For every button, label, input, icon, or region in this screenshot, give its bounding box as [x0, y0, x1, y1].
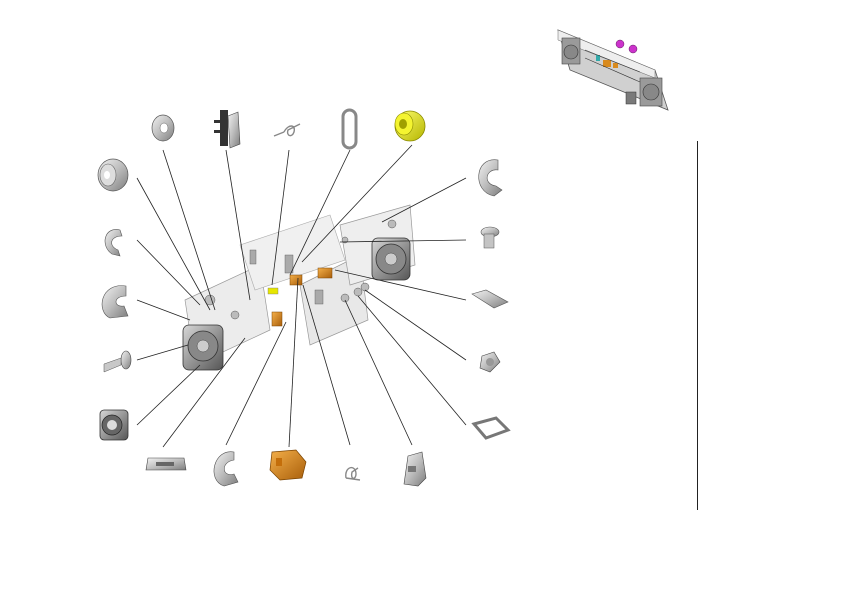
yellow-bushing-part — [394, 110, 426, 142]
assembly-overview-thumbnail — [557, 29, 669, 111]
torsion-spring-part — [345, 467, 361, 481]
spring-part — [273, 123, 301, 137]
bracket-part — [214, 110, 241, 149]
lever-part — [403, 451, 427, 487]
slider-part — [145, 457, 187, 471]
frame-clip-part — [471, 416, 511, 440]
washer-part — [151, 114, 175, 142]
plate-part — [471, 289, 509, 309]
c-clip-part — [101, 285, 129, 319]
leader-lines — [136, 144, 467, 448]
rivet-part — [480, 226, 500, 249]
central-assembly — [182, 204, 416, 371]
retaining-ring-part — [478, 159, 503, 197]
oval-link-part — [341, 108, 358, 150]
gear-housing-part — [99, 409, 129, 441]
orange-cam-part — [269, 449, 307, 481]
vertical-divider-line — [697, 141, 698, 510]
hook-clip-part — [104, 229, 123, 257]
pin-part — [103, 350, 132, 373]
e-ring-part — [213, 451, 239, 487]
flanged-bushing-part — [97, 158, 129, 192]
screw-part — [479, 351, 501, 373]
